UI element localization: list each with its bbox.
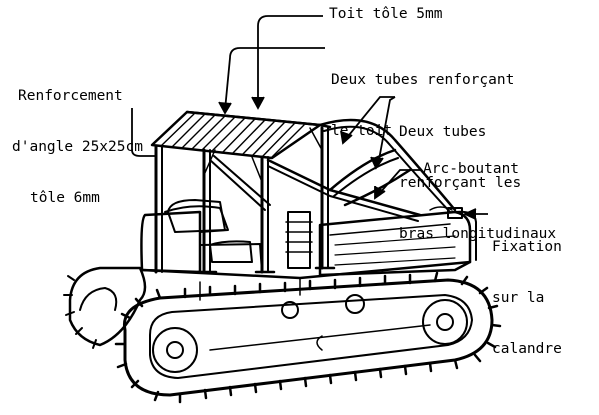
label-renforcement-angle: Renforcement d'angle 25x25cm tôle 6mm	[12, 54, 143, 241]
tractor-illustration	[63, 110, 502, 404]
label-renforcement-line1: Renforcement	[18, 88, 123, 104]
label-renforcement-line3: tôle 6mm	[30, 190, 100, 206]
arrow-tubes-toit	[218, 101, 232, 115]
leader-arc-boutant	[377, 169, 420, 196]
label-deux-tubes-bras-line1: Deux tubes	[399, 124, 487, 140]
label-deux-tubes-toit-line2: le toit	[331, 123, 393, 139]
arrow-tubes-bras-2	[370, 156, 384, 170]
arrow-toit-tole	[251, 96, 265, 110]
label-fixation-line1: Fixation	[492, 239, 562, 255]
leader-renforcement	[131, 108, 155, 157]
label-deux-tubes-bras-line3: bras longitudinaux	[399, 226, 557, 242]
label-fixation-line3: calandre	[492, 341, 562, 357]
label-deux-tubes-bras-line2: renforçant les	[399, 175, 522, 191]
label-arc-boutant: Arc-boutant	[423, 161, 520, 177]
label-fixation-line2: sur la	[492, 290, 545, 306]
arrow-arc-boutant	[374, 186, 386, 200]
label-deux-tubes-toit-line1: Deux tubes renforçant	[331, 72, 515, 88]
leader-tubes-bras-1	[344, 96, 395, 141]
label-toit-tole: Toit tôle 5mm	[329, 6, 443, 22]
leader-tubes-toit	[224, 47, 325, 111]
left-track	[114, 271, 502, 404]
leader-tubes-bras-2	[377, 96, 396, 166]
roof-hatching	[161, 113, 305, 158]
tractor-body	[140, 205, 477, 301]
arrow-fixation	[462, 208, 477, 220]
leader-toit-tole	[257, 15, 323, 105]
rear-track	[63, 266, 147, 349]
rops-frame	[150, 110, 463, 274]
annotation-leaders	[131, 15, 488, 220]
label-deux-tubes-toit: Deux tubes renforçant le toit	[331, 38, 514, 174]
arrow-tubes-bras-1	[340, 130, 353, 145]
label-fixation: Fixation sur la calandre	[492, 205, 562, 392]
operator-seat	[167, 199, 453, 263]
label-renforcement-line2: d'angle 25x25cm	[12, 139, 143, 155]
label-deux-tubes-bras: Deux tubes renforçant les bras longitudi…	[399, 90, 556, 277]
